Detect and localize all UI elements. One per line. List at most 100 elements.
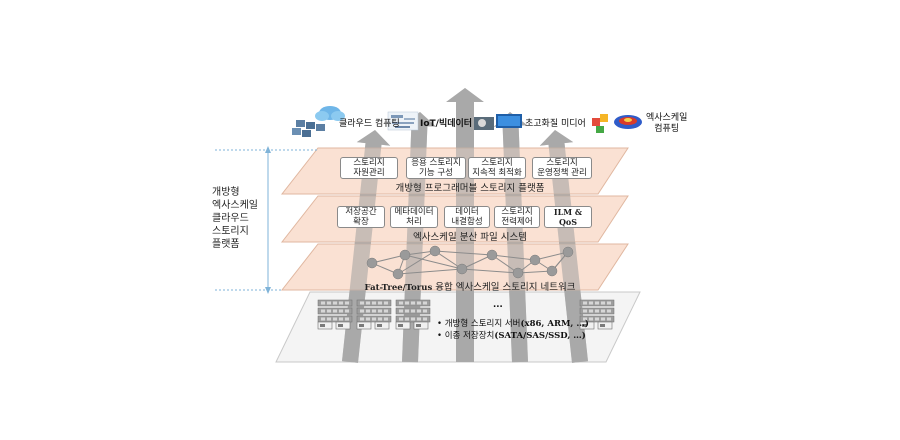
- server-slot-0-2-2: [333, 317, 337, 321]
- network-node-3: [486, 249, 498, 261]
- layer2-box-power-control: 스토리지 전력제어: [494, 206, 540, 228]
- server-slot-1-0-1: [366, 301, 370, 305]
- network-link-3: [491, 254, 536, 261]
- exascale-computing-icon: [592, 114, 642, 133]
- network-node-4: [529, 254, 541, 266]
- network-node-1: [399, 249, 411, 261]
- server-slot-2-1-3: [417, 309, 421, 313]
- server-slot-1-1-1: [366, 309, 370, 313]
- server-slot-0-2-1: [327, 317, 331, 321]
- disk-light-0-b: [338, 324, 343, 327]
- server-slot-2-0-1: [405, 301, 409, 305]
- server-slot-3-2-3: [601, 317, 605, 321]
- layer1-box-optimization: 스토리지 지속적 최적화: [468, 157, 526, 179]
- network-link-12: [461, 254, 493, 270]
- server-slot-0-0-1: [327, 301, 331, 305]
- server-rack-3: [579, 299, 615, 330]
- server-slot-2-1-0: [399, 309, 403, 313]
- network-link-13: [491, 254, 519, 274]
- server-slot-0-0-0: [321, 301, 325, 305]
- server-slot-1-1-0: [360, 309, 364, 313]
- app-label-iot: IoT/빅데이터: [420, 119, 473, 129]
- disk-light-1-b: [377, 324, 382, 327]
- server-slot-1-0-0: [360, 301, 364, 305]
- server-slot-3-2-0: [583, 317, 587, 321]
- network-link-6: [397, 268, 463, 275]
- server-slot-3-2-1: [589, 317, 593, 321]
- server-ellipsis: ...: [493, 300, 503, 310]
- up-arrow-overlay-4: [539, 130, 588, 363]
- layer3-title-bold: Fat-Tree/Torus: [364, 283, 433, 293]
- server-slot-1-0-2: [372, 301, 376, 305]
- iot-bigdata-icon: [387, 111, 419, 131]
- server-slot-1-2-3: [378, 317, 382, 321]
- layer1-box-resource-mgmt: 스토리지 자원관리: [340, 157, 398, 179]
- server-rack-1: [356, 299, 392, 330]
- server-rack-2: [395, 299, 431, 330]
- server-slot-2-0-3: [417, 301, 421, 305]
- network-node-0: [366, 257, 378, 269]
- server-slot-2-1-2: [411, 309, 415, 313]
- up-arrow-overlay-0: [342, 130, 391, 363]
- server-racks: [317, 299, 615, 330]
- app-label-media: 초고화질 미디어: [525, 119, 586, 129]
- server-slot-0-0-4: [345, 301, 349, 305]
- server-slot-0-2-3: [339, 317, 343, 321]
- server-slot-3-2-2: [595, 317, 599, 321]
- server-slot-2-2-0: [399, 317, 403, 321]
- bullet-storage-devices: • 이종 저장장치(SATA/SAS/SSD, …): [437, 329, 586, 341]
- layer2-box-metadata: 메타데이터 처리: [390, 206, 438, 228]
- server-slot-1-0-3: [378, 301, 382, 305]
- server-slot-0-1-2: [333, 309, 337, 313]
- network-link-2: [434, 250, 493, 256]
- bullet-storage-devices-prefix: • 이종 저장장치: [437, 331, 495, 341]
- server-slot-0-1-4: [345, 309, 349, 313]
- server-slot-2-0-4: [423, 301, 427, 305]
- server-slot-0-2-0: [321, 317, 325, 321]
- bullet-storage-server: • 개방형 스토리지 서버(x86, ARM, …): [437, 317, 589, 329]
- server-slot-3-0-3: [601, 301, 605, 305]
- layer2-box-ilm-qos: ILM & QoS: [544, 206, 592, 228]
- server-slot-2-1-1: [405, 309, 409, 313]
- layer2-title: 엑사스케일 분산 파일 시스템: [413, 232, 527, 243]
- server-slot-3-1-3: [601, 309, 605, 313]
- server-slot-1-2-2: [372, 317, 376, 321]
- disk-light-2-b: [416, 324, 421, 327]
- server-slot-0-2-4: [345, 317, 349, 321]
- network-node-7: [456, 263, 468, 275]
- server-slot-3-1-1: [589, 309, 593, 313]
- platform-side-label: 개방형 엑사스케일 클라우드 스토리지 플랫폼: [212, 187, 258, 250]
- network-graph: [366, 245, 574, 280]
- server-slot-0-1-1: [327, 309, 331, 313]
- network-link-16: [404, 254, 463, 270]
- layer3-title-rest: 융합 엑사스케일 스토리지 네트워크: [432, 282, 576, 293]
- server-slot-1-1-2: [372, 309, 376, 313]
- network-link-11: [434, 250, 463, 270]
- network-node-5: [562, 246, 574, 258]
- disk-light-2-a: [398, 324, 403, 327]
- disk-light-1-a: [359, 324, 364, 327]
- network-link-0: [371, 254, 406, 264]
- layer2-box-space-expansion: 저장공간 확장: [337, 206, 385, 228]
- server-slot-3-0-1: [589, 301, 593, 305]
- network-link-7: [461, 268, 519, 274]
- server-slot-3-0-0: [583, 301, 587, 305]
- network-node-8: [512, 267, 524, 279]
- bullet-storage-devices-bold: (SATA/SAS/SSD, …): [494, 331, 586, 341]
- disk-light-3-b: [600, 324, 605, 327]
- server-slot-2-2-2: [411, 317, 415, 321]
- server-slot-2-0-0: [399, 301, 403, 305]
- server-slot-2-2-3: [417, 317, 421, 321]
- server-slot-1-2-0: [360, 317, 364, 321]
- disk-light-3-a: [582, 324, 587, 327]
- server-slot-1-2-4: [384, 317, 388, 321]
- bullet-storage-server-prefix: • 개방형 스토리지 서버: [437, 319, 521, 329]
- network-link-8: [517, 270, 553, 274]
- server-slot-3-1-4: [607, 309, 611, 313]
- server-slot-3-0-4: [607, 301, 611, 305]
- server-slot-2-0-2: [411, 301, 415, 305]
- server-slot-0-1-0: [321, 309, 325, 313]
- network-node-2: [429, 245, 441, 257]
- layer1-title: 개방형 프로그래머블 스토리지 플랫폼: [395, 183, 545, 194]
